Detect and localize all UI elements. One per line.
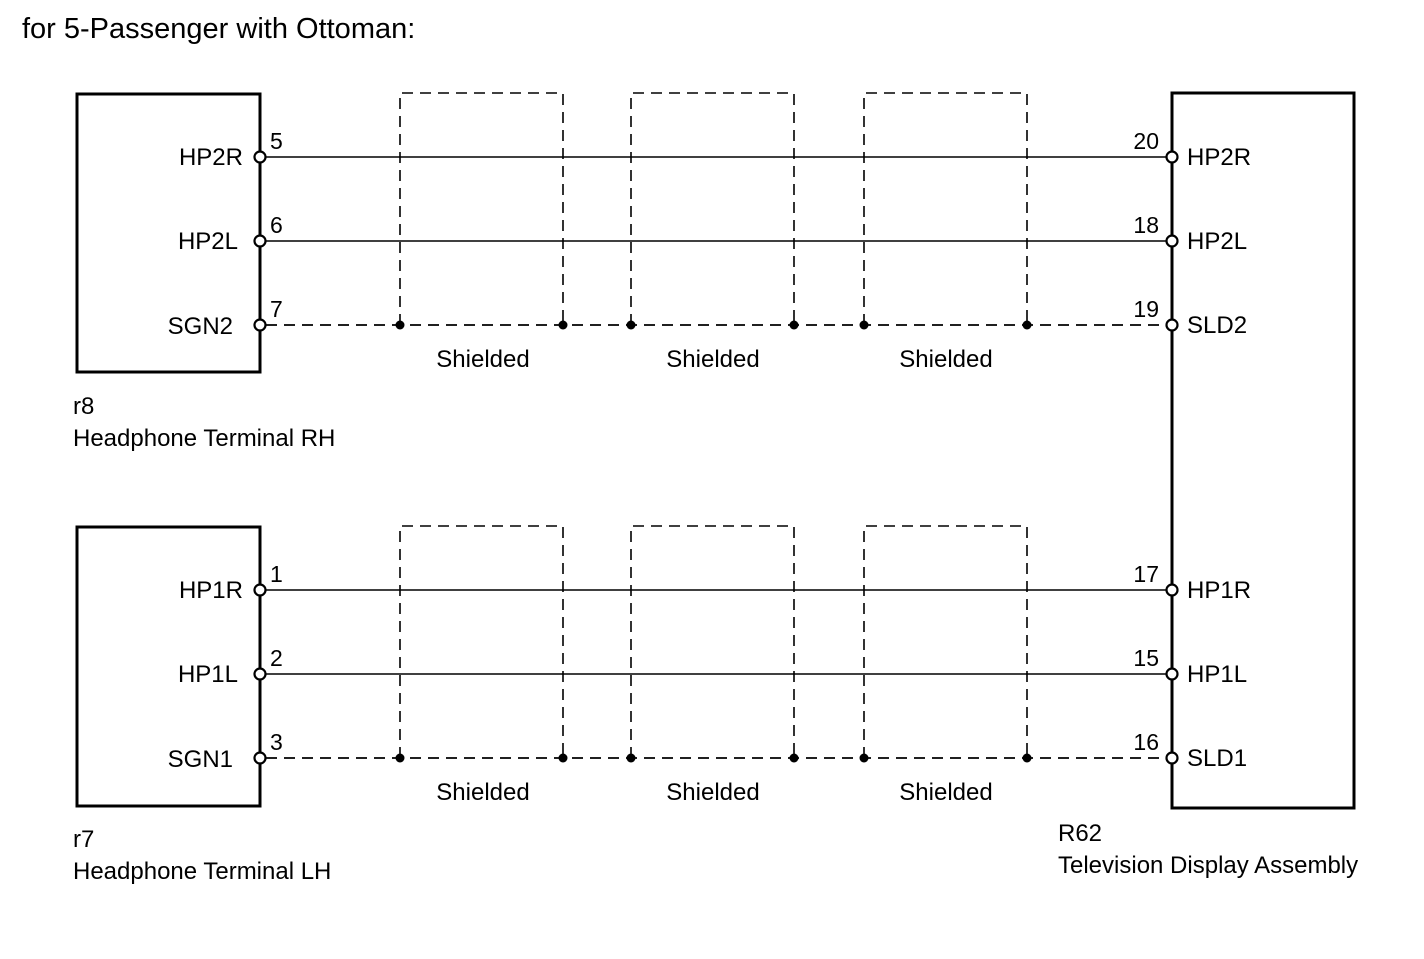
pin-label-hp1r-left: HP1R [179, 577, 243, 604]
shielded-label: Shielded [899, 346, 992, 373]
pin-label-hp1l-right: HP1L [1187, 661, 1247, 688]
shield-box-lower-2 [630, 525, 795, 758]
shielded-label: Shielded [666, 779, 759, 806]
connector-r62-code: R62 [1058, 820, 1102, 847]
terminal-r8-5 [253, 150, 267, 164]
pin-number-16: 16 [1133, 729, 1159, 755]
connector-r8-name: Headphone Terminal RH [73, 425, 335, 452]
terminal-r62-17 [1165, 583, 1179, 597]
terminal-r62-20 [1165, 150, 1179, 164]
terminal-r7-2 [253, 667, 267, 681]
shield-junction [626, 320, 636, 330]
pin-label-sld2: SLD2 [1187, 312, 1247, 339]
shield-junction [395, 320, 405, 330]
pin-label-sgn1: SGN1 [168, 746, 233, 773]
connector-r8-box [75, 92, 262, 374]
shield-box-upper-1 [399, 92, 564, 325]
pin-label-hp2l-left: HP2L [178, 228, 238, 255]
pin-label-hp2l-right: HP2L [1187, 228, 1247, 255]
shield-junction [626, 753, 636, 763]
pin-number-15: 15 [1133, 645, 1159, 671]
shield-box-lower-1 [399, 525, 564, 758]
shield-junction [859, 753, 869, 763]
pin-label-hp2r-right: HP2R [1187, 144, 1251, 171]
shield-junction [558, 320, 568, 330]
shield-junction [1022, 320, 1032, 330]
pin-number-5: 5 [270, 128, 283, 154]
terminal-r8-7 [253, 318, 267, 332]
pin-label-sgn2: SGN2 [168, 313, 233, 340]
terminal-r62-16 [1165, 751, 1179, 765]
shield-junction [789, 753, 799, 763]
pin-number-2: 2 [270, 645, 283, 671]
pin-number-7: 7 [270, 296, 283, 322]
shield-junction [1022, 753, 1032, 763]
terminal-r7-3 [253, 751, 267, 765]
connector-r7-name: Headphone Terminal LH [73, 858, 331, 885]
connector-r62-name: Television Display Assembly [1058, 852, 1358, 879]
shield-box-upper-3 [863, 92, 1028, 325]
shielded-label: Shielded [436, 779, 529, 806]
shield-box-upper-2 [630, 92, 795, 325]
connector-r62-box [1170, 91, 1356, 810]
terminal-r62-18 [1165, 234, 1179, 248]
terminal-r62-19 [1165, 318, 1179, 332]
connector-r7-code: r7 [73, 826, 94, 853]
terminal-r62-15 [1165, 667, 1179, 681]
diagram-title: for 5-Passenger with Ottoman: [22, 13, 415, 45]
pin-number-17: 17 [1133, 561, 1159, 587]
pin-label-hp2r-left: HP2R [179, 144, 243, 171]
shield-junction [558, 753, 568, 763]
pin-number-6: 6 [270, 212, 283, 238]
pin-number-20: 20 [1133, 128, 1159, 154]
pin-number-1: 1 [270, 561, 283, 587]
pin-label-hp1r-right: HP1R [1187, 577, 1251, 604]
shielded-label: Shielded [436, 346, 529, 373]
pin-number-18: 18 [1133, 212, 1159, 238]
terminal-r8-6 [253, 234, 267, 248]
shielded-label: Shielded [899, 779, 992, 806]
connector-r7-box [75, 525, 262, 808]
pin-label-sld1: SLD1 [1187, 745, 1247, 772]
pin-number-19: 19 [1133, 296, 1159, 322]
shield-box-lower-3 [863, 525, 1028, 758]
shield-junction [395, 753, 405, 763]
pin-number-3: 3 [270, 729, 283, 755]
shield-junction [789, 320, 799, 330]
pin-label-hp1l-left: HP1L [178, 661, 238, 688]
shield-junction [859, 320, 869, 330]
connector-r8-code: r8 [73, 393, 94, 420]
shielded-label: Shielded [666, 346, 759, 373]
terminal-r7-1 [253, 583, 267, 597]
